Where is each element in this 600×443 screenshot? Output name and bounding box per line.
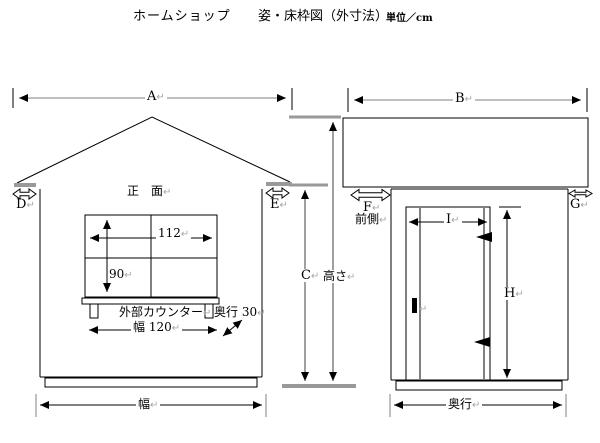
- dim-d-label: D↵: [16, 197, 35, 212]
- overall-width-label: 幅↵: [136, 397, 161, 411]
- title-product: ホームショップ: [133, 9, 231, 24]
- dim-h-label: H↵: [502, 286, 526, 301]
- door-handle: [412, 298, 417, 313]
- overall-depth-label: 奥行↵: [446, 397, 483, 411]
- door: [405, 206, 491, 381]
- title-drawing: 姿・床枠図（外寸法）: [258, 9, 389, 24]
- counter-depth-label: 奥行 30↵: [214, 305, 266, 319]
- dim-height-label: 高さ↵: [321, 269, 358, 283]
- door-hinge-upper: [476, 232, 492, 242]
- dim-g-label: G↵: [570, 197, 589, 212]
- side-base-plinth: [395, 380, 563, 391]
- dim-i-label: I↵: [444, 212, 462, 227]
- dim-counter-depth-line: [222, 319, 243, 337]
- dim-a-label: A↵: [145, 89, 167, 104]
- eave-arrow-e-icon: [265, 187, 290, 199]
- door-hinge-lower: [474, 337, 490, 347]
- front-roof: [16, 116, 291, 184]
- window-height-label: 90↵: [109, 267, 133, 281]
- dim-b-label: B↵: [453, 91, 475, 106]
- dim-e-label: E↵: [270, 197, 288, 212]
- door-handle-mark: ↵: [419, 304, 428, 315]
- counter-width-label: 幅 120↵: [131, 320, 183, 334]
- dim-c-label: C↵: [299, 268, 322, 283]
- eave-arrow-g-icon: [568, 189, 593, 198]
- dim-f-label: F↵: [363, 200, 381, 215]
- counter-leg-right: [204, 303, 214, 319]
- counter-label: 外部カウンター↵: [119, 305, 212, 319]
- counter-top: [81, 297, 220, 305]
- eave-arrow-d-icon: [12, 188, 37, 200]
- window-width-label: 112↵: [156, 226, 192, 240]
- front-view-title: 正 面↵: [127, 184, 172, 198]
- side-view-title: 前側↵: [355, 212, 388, 226]
- front-base-plinth: [44, 377, 258, 388]
- title-unit: 単位／cm: [386, 13, 433, 24]
- eave-arrow-f-icon: [350, 188, 391, 202]
- counter-leg-left: [89, 303, 99, 319]
- side-roof: [342, 117, 589, 188]
